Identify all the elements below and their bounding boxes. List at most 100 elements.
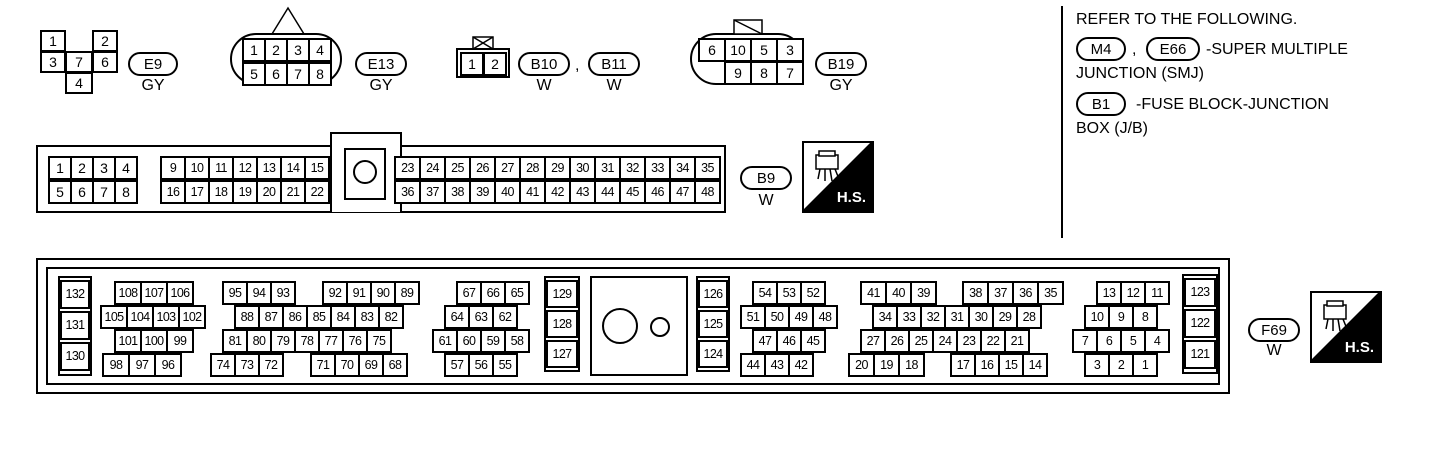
- pin-cell: 71: [310, 353, 336, 377]
- pin-cell: 58: [504, 329, 530, 353]
- connector-b10-tag: B10: [518, 52, 570, 76]
- hs-badge-triangle: [1312, 293, 1380, 361]
- pin-cell: 85: [306, 305, 332, 329]
- hs-badge-triangle: [804, 143, 872, 211]
- pin-cell: 74: [210, 353, 236, 377]
- pin-cell: 103: [152, 305, 180, 329]
- connector-e9-tag: E9: [128, 52, 178, 76]
- pin-cell: 60: [456, 329, 482, 353]
- pin-cell: 25: [444, 156, 471, 180]
- pin-cell: 27: [494, 156, 521, 180]
- pin-cell: 92: [322, 281, 348, 305]
- note-jb-line1: -FUSE BLOCK-JUNCTION: [1136, 96, 1329, 113]
- pin-cell: 35: [694, 156, 721, 180]
- pin-cell: 93: [270, 281, 296, 305]
- pin-cell: 83: [354, 305, 380, 329]
- pin-cell: 17: [184, 180, 210, 204]
- pin-cell: 25: [908, 329, 934, 353]
- hs-badge-b9: H.S.: [802, 141, 874, 213]
- pin-cell: 36: [394, 180, 421, 204]
- pin-cell: 8: [750, 61, 778, 85]
- pin-cell: 16: [160, 180, 186, 204]
- pin-cell: 2: [92, 30, 118, 52]
- pin-cell: 1: [40, 30, 66, 52]
- pin-cell: 34: [669, 156, 696, 180]
- note-comma: ,: [1132, 41, 1137, 58]
- pin-cell: 5: [1120, 329, 1146, 353]
- pin-cell: 17: [950, 353, 976, 377]
- pin-cell: 1: [460, 52, 484, 76]
- pin-cell: 130: [60, 342, 90, 371]
- pin-cell: 24: [419, 156, 446, 180]
- pin-cell: 37: [419, 180, 446, 204]
- pin-cell: 53: [776, 281, 802, 305]
- note-tag-m4: M4: [1076, 37, 1126, 61]
- pin-cell: 39: [469, 180, 496, 204]
- hs-badge-label: H.S.: [836, 189, 866, 206]
- pin-cell: 27: [860, 329, 886, 353]
- pin-cell: 101: [114, 329, 142, 353]
- key-mark-icon: [733, 19, 763, 35]
- pin-cell: 2: [264, 38, 288, 62]
- pin-cell: 42: [788, 353, 814, 377]
- pin-cell: 38: [962, 281, 989, 305]
- pin-cell: 12: [1120, 281, 1146, 305]
- pin-cell: 7: [65, 51, 93, 73]
- pin-cell: 100: [140, 329, 168, 353]
- pin-cell: 42: [544, 180, 571, 204]
- pin-cell: 46: [644, 180, 671, 204]
- pin-cell: 5: [750, 38, 778, 62]
- connector-e13-color: GY: [369, 77, 393, 94]
- pin-cell: 26: [469, 156, 496, 180]
- pin-cell: 28: [1016, 305, 1042, 329]
- connector-b19-tag: B19: [815, 52, 867, 76]
- pin-cell: 106: [166, 281, 194, 305]
- pin-cell: 13: [256, 156, 282, 180]
- pin-cell: 129: [546, 280, 578, 308]
- pin-cell: 62: [492, 305, 518, 329]
- pin-cell: 99: [166, 329, 194, 353]
- pin-cell: 30: [968, 305, 994, 329]
- pin-cell: 56: [468, 353, 494, 377]
- note-jb-line2: BOX (J/B): [1076, 120, 1149, 137]
- pin-cell: 96: [154, 353, 182, 377]
- pin-cell: 80: [246, 329, 272, 353]
- pin-cell: 24: [932, 329, 958, 353]
- pin-cell: 69: [358, 353, 384, 377]
- pin-cell: 3: [776, 38, 804, 62]
- connector-b9-tag: B9: [740, 166, 792, 190]
- pin-cell: 12: [232, 156, 258, 180]
- pin-cell: 44: [740, 353, 766, 377]
- pin-cell: 41: [519, 180, 546, 204]
- pin-cell: 19: [232, 180, 258, 204]
- pin-cell: 3: [40, 51, 66, 73]
- pin-cell: 20: [256, 180, 282, 204]
- pin-cell: 2: [70, 156, 94, 180]
- pin-cell: 22: [304, 180, 330, 204]
- pin-cell: 73: [234, 353, 260, 377]
- pin-cell: 64: [444, 305, 470, 329]
- pin-cell: 75: [366, 329, 392, 353]
- pin-cell: 1: [242, 38, 266, 62]
- pin-cell: 94: [246, 281, 272, 305]
- pin-cell: 5: [48, 180, 72, 204]
- pin-cell: 45: [800, 329, 826, 353]
- pin-cell: 9: [160, 156, 186, 180]
- pin-cell: 68: [382, 353, 408, 377]
- pin-cell: 33: [896, 305, 922, 329]
- pin-cell: 84: [330, 305, 356, 329]
- pin-cell: 107: [140, 281, 168, 305]
- pin-cell: 98: [102, 353, 130, 377]
- pin-cell: 121: [1184, 340, 1216, 369]
- pin-cell: 44: [594, 180, 621, 204]
- pin-cell: 23: [394, 156, 421, 180]
- pin-cell: 127: [546, 340, 578, 368]
- pin-cell: 4: [1144, 329, 1170, 353]
- pin-cell: 11: [208, 156, 234, 180]
- pin-cell: 10: [724, 38, 752, 62]
- pin-cell: 32: [920, 305, 946, 329]
- pin-cell: 102: [178, 305, 206, 329]
- pin-cell: 6: [1096, 329, 1122, 353]
- pin-cell: 67: [456, 281, 482, 305]
- pin-cell: 47: [669, 180, 696, 204]
